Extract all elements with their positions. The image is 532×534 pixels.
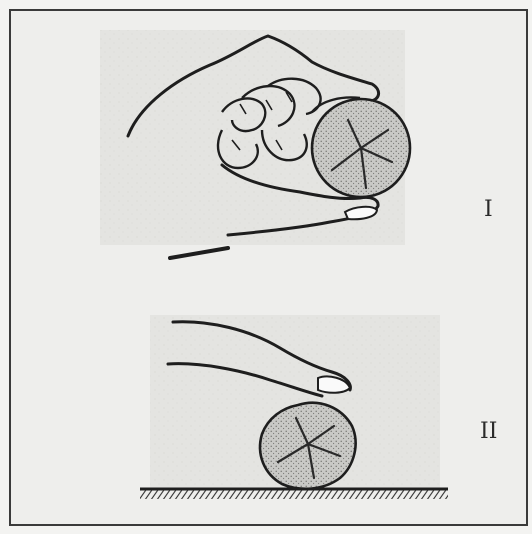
panel-2-illustration bbox=[140, 315, 448, 499]
panel-1-label: I bbox=[484, 199, 493, 221]
panel-2-label: II bbox=[480, 421, 497, 443]
panel-1-illustration bbox=[100, 30, 410, 258]
ground-hatching bbox=[140, 490, 448, 499]
hand-1-wrist-line bbox=[170, 248, 228, 258]
